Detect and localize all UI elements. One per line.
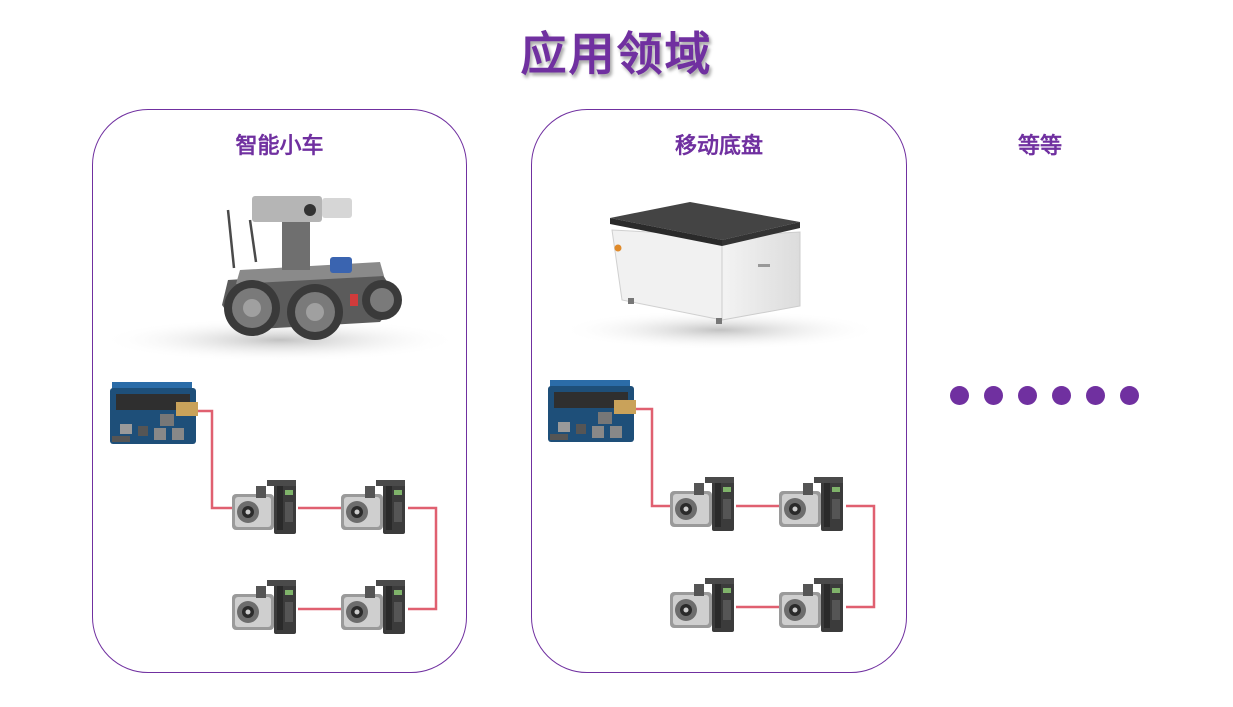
servo-motor-icon <box>232 580 296 634</box>
panel-smart-car-title: 智能小车 <box>235 134 324 159</box>
controller-board-icon <box>110 382 198 444</box>
controller-board-icon <box>548 380 636 442</box>
servo-motor-icon <box>779 477 843 531</box>
servo-motor-icon <box>232 480 296 534</box>
servo-motor-icon <box>670 477 734 531</box>
dot <box>950 386 969 405</box>
dot <box>1086 386 1105 405</box>
dot <box>1120 386 1139 405</box>
servo-motor-icon <box>341 480 405 534</box>
panel-mobile-base-title: 移动底盘 <box>674 134 763 159</box>
ellipsis-dots-icon <box>950 386 1139 405</box>
servo-motor-icon <box>779 578 843 632</box>
panel-etc-title: 等等 <box>1017 134 1062 159</box>
dot <box>1018 386 1037 405</box>
servo-motor-icon <box>670 578 734 632</box>
mobile-base-icon <box>560 202 880 350</box>
dot <box>1052 386 1071 405</box>
robot-car-icon <box>100 196 460 362</box>
connection-lines-base <box>634 407 876 609</box>
servo-motor-icon <box>341 580 405 634</box>
connection-lines-car <box>196 409 438 611</box>
page-title: 应用领域 <box>520 27 713 81</box>
dot <box>984 386 1003 405</box>
